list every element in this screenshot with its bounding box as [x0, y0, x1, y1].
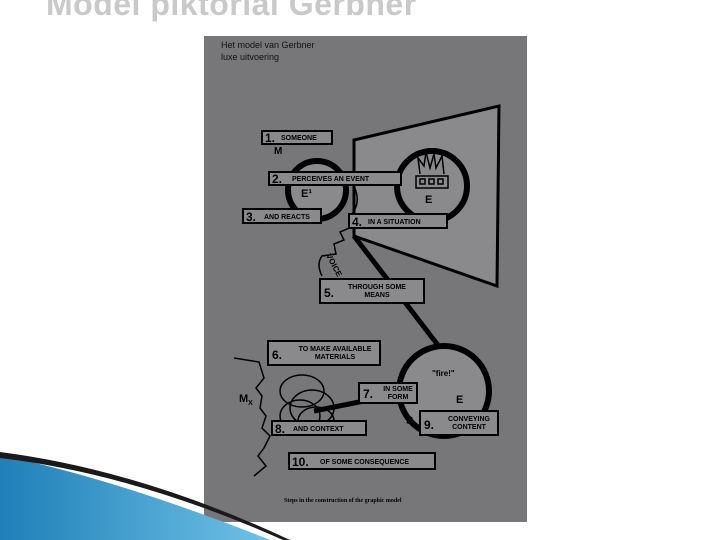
label-m: M [274, 146, 283, 157]
step-9-number: 9. [424, 418, 435, 432]
label-mx-main: M [239, 393, 249, 405]
step-10-number: 10. [292, 455, 309, 469]
label-e-prime: E¹ [301, 188, 312, 200]
label-mx: MX [239, 393, 253, 407]
step-3-label: AND REACTS [264, 214, 310, 221]
label-s: S [406, 415, 414, 427]
step-4-label: IN A SITUATION [368, 219, 421, 226]
step-8-number: 8. [275, 422, 286, 436]
step-7-box: 7. IN SOME FORM [358, 382, 418, 404]
step-5-box: 5. THROUGH SOME MEANS [319, 278, 425, 304]
label-e-content: E [456, 394, 464, 406]
step-4-box: 4. IN A SITUATION [348, 213, 448, 229]
slide-title: Model piktorial Gerbner [46, 0, 417, 22]
step-7-number: 7. [363, 387, 374, 401]
step-1-label: SOMEONE [281, 135, 317, 142]
step-5-label: THROUGH SOME MEANS [348, 284, 406, 299]
step-4-number: 4. [352, 215, 363, 229]
label-fire: "fire!" [432, 369, 455, 378]
step-2-number: 2. [272, 172, 283, 186]
step-8-box: 8. AND CONTEXT [271, 420, 367, 436]
step-3-box: 3. AND REACTS [242, 208, 322, 224]
step-9-label: CONVEYING CONTENT [447, 416, 490, 431]
step-7-label: IN SOME FORM [383, 386, 413, 401]
step-5-number: 5. [324, 286, 335, 300]
label-e-event: E [425, 194, 433, 206]
step-10-label: OF SOME CONSEQUENCE [320, 459, 410, 466]
step-8-label: AND CONTEXT [293, 426, 344, 433]
label-mx-subscript: X [248, 400, 253, 408]
figure-caption-subtitle: luxe uitvoering [221, 52, 280, 62]
step-6-number: 6. [272, 348, 283, 362]
gerbner-model-figure: Het model van Gerbner luxe uitvoering [204, 36, 527, 522]
step-2-label: PERCEIVES AN EVENT [292, 176, 370, 183]
step-10-box: 10. OF SOME CONSEQUENCE [288, 452, 436, 470]
step-6-box: 6. TO MAKE AVAILABLE MATERIALS [267, 340, 381, 366]
step-2-box: 2. PERCEIVES AN EVENT [268, 171, 402, 186]
figure-caption-title: Het model van Gerbner [221, 40, 315, 50]
step-6-label: TO MAKE AVAILABLE MATERIALS [298, 346, 372, 361]
step-9-box: 9. CONVEYING CONTENT [419, 410, 499, 436]
step-1-number: 1. [265, 131, 276, 145]
figure-bottom-caption: Steps in the construction of the graphic… [284, 498, 402, 504]
step-3-number: 3. [246, 210, 257, 224]
step-1-box: 1. SOMEONE [261, 130, 333, 145]
